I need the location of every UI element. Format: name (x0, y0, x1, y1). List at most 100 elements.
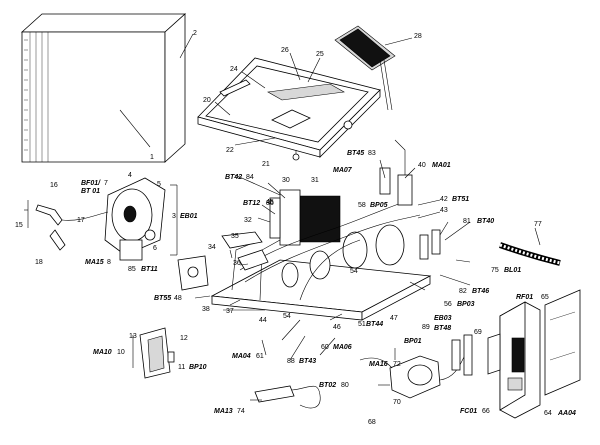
callout-2: 2 (193, 30, 197, 37)
refrigeration-circuit (210, 139, 441, 321)
callout-11: 11 (178, 364, 185, 371)
tag-eb03: EB03 (434, 315, 452, 322)
tag-bt11: BT11 (141, 266, 158, 273)
callout-37: 37 (226, 308, 234, 315)
callout-25: 25 (316, 51, 324, 58)
callout-69: 69 (474, 329, 482, 336)
tag-fc01: FC01 (460, 408, 477, 415)
callout-86: 86 (266, 200, 274, 207)
callout-75: 75 (491, 267, 499, 274)
callout-30: 30 (282, 177, 290, 184)
callout-8: 8 (107, 259, 111, 266)
tag-bt40: BT40 (477, 218, 494, 225)
callout-66: 66 (482, 408, 490, 415)
callout-28: 28 (414, 33, 422, 40)
callout-48: 48 (174, 295, 182, 302)
callout-34: 34 (208, 244, 216, 251)
callout-36: 36 (233, 260, 241, 267)
tag-bt42: BT42 (225, 174, 242, 181)
hose-bl01 (499, 242, 561, 266)
callout-72: 72 (393, 361, 401, 368)
callout-4: 4 (128, 172, 132, 179)
callout-82: 82 (459, 288, 467, 295)
callout-85: 85 (128, 266, 136, 273)
leader-lines (194, 159, 471, 361)
tag-bt45: BT45 (347, 150, 364, 157)
pump-ma16 (359, 334, 473, 399)
tag-bt44: BT44 (366, 321, 383, 328)
callout-45: 45 (266, 199, 274, 206)
callout-44: 44 (259, 317, 267, 324)
callout-61: 61 (256, 353, 264, 360)
tag-bp10: BP10 (189, 364, 207, 371)
tag-bt51: BT51 (452, 196, 469, 203)
callout-3: 3 (172, 213, 176, 220)
callout-81: 81 (463, 218, 471, 225)
tag-ma15: MA15 (85, 259, 104, 266)
control-unit-ma10 (139, 327, 175, 379)
callout-6: 6 (153, 245, 157, 252)
callout-18: 18 (35, 259, 43, 266)
pump-assembly (35, 177, 166, 261)
tag-bt43: BT43 (299, 358, 316, 365)
callout-38: 38 (202, 306, 210, 313)
callout-46: 46 (333, 324, 341, 331)
callout-32: 32 (244, 217, 252, 224)
tag-ma01: MA01 (432, 162, 451, 169)
tag-bt12: BT12 (243, 200, 260, 207)
callout-26: 26 (281, 47, 289, 54)
callout-80: 80 (341, 382, 349, 389)
electric-box-bt55 (177, 255, 209, 291)
callout-54b: 54 (283, 313, 291, 320)
callout-42: 42 (440, 196, 448, 203)
tag-bl01: BL01 (504, 267, 521, 274)
tag-ma04: MA04 (232, 353, 251, 360)
callout-15: 15 (15, 222, 23, 229)
callout-5: 5 (157, 181, 161, 188)
tag-bp05: BP05 (370, 202, 388, 209)
callout-58: 58 (358, 202, 366, 209)
filter-panel (334, 25, 396, 111)
callout-54a: 54 (350, 268, 358, 275)
callout-43: 43 (440, 207, 448, 214)
callout-88: 88 (287, 358, 295, 365)
tag-ma16: MA16 (369, 361, 388, 368)
tag-ma13: MA13 (214, 408, 233, 415)
tag-ma10: MA10 (93, 349, 112, 356)
callout-12: 12 (180, 335, 188, 342)
callout-47: 47 (390, 315, 398, 322)
callout-51: 51 (358, 321, 366, 328)
tag-ma07: MA07 (333, 167, 353, 174)
callout-17: 17 (77, 217, 85, 224)
tag-bt46: BT46 (472, 288, 489, 295)
electrical-cabinet (487, 289, 581, 419)
callout-83: 83 (368, 150, 376, 157)
callout-22: 22 (226, 147, 234, 154)
tag-bp01: BP01 (404, 338, 422, 345)
tag-bf01: BF01/ (81, 180, 101, 187)
callout-24: 24 (230, 66, 238, 73)
tag-bt55: BT55 (154, 295, 171, 302)
tag-bt01: BT 01 (81, 188, 100, 195)
tag-bp03: BP03 (457, 301, 475, 308)
tag-rf01: RF01 (516, 294, 533, 301)
callout-labels: 1 2 3 4 5 6 7 8 10 11 12 13 15 16 17 18 … (15, 30, 576, 426)
tag-aa04: AA04 (557, 410, 576, 417)
tag-bt02: BT02 (319, 382, 336, 389)
callout-7: 7 (104, 180, 108, 187)
drain-tray (197, 57, 381, 158)
callout-31: 31 (311, 177, 319, 184)
callout-20: 20 (203, 97, 211, 104)
valve-body-35 (221, 231, 269, 271)
tag-bt48: BT48 (434, 325, 451, 332)
callout-74: 74 (237, 408, 245, 415)
callout-89: 89 (422, 324, 430, 331)
callout-21: 21 (262, 161, 270, 168)
callout-56: 56 (444, 301, 452, 308)
callout-40: 40 (418, 162, 426, 169)
callout-84: 84 (246, 174, 254, 181)
callout-70: 70 (393, 399, 401, 406)
condenser-coil (20, 13, 187, 163)
